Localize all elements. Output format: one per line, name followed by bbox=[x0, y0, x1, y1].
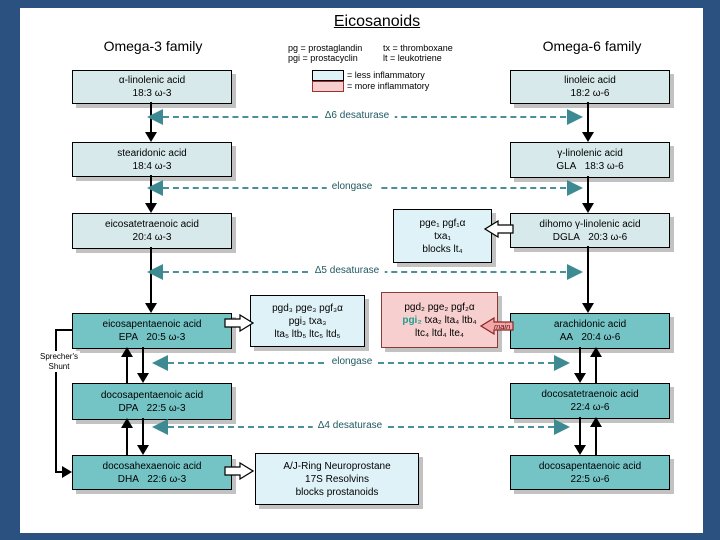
arrow-down-icon bbox=[582, 132, 594, 142]
legend-label-more: = more inflammatory bbox=[347, 81, 430, 91]
arrow-shaft bbox=[579, 417, 581, 445]
teal-arrow-right-icon bbox=[554, 419, 570, 435]
arrow-shaft bbox=[595, 356, 597, 383]
omega6-family-header: Omega-6 family bbox=[542, 38, 642, 54]
teal-arrow-right-icon bbox=[567, 180, 583, 196]
aa-main-arrow-icon: main bbox=[480, 317, 514, 335]
arrow-up-icon bbox=[590, 417, 602, 427]
legend-abbrev-pgi: pgi = prostacyclin bbox=[288, 53, 358, 63]
arrow-shaft bbox=[587, 176, 589, 204]
teal-arrow-left-icon bbox=[152, 355, 168, 371]
arrow-right-icon bbox=[62, 466, 72, 478]
arrow-down-icon bbox=[574, 445, 586, 455]
epa-to-products-arrow-icon bbox=[224, 314, 254, 332]
box-epa-products: pgd₃ pge₃ pgf₃α pgi₃ txa₃ lta₅ ltb₅ ltc₅… bbox=[250, 295, 365, 347]
arrow-up-icon bbox=[121, 418, 133, 428]
box-aa-products: pgd₂ pge₂ pgf₂α pgi₂ txa₂ lta₄ ltb₄ ltc₄… bbox=[381, 292, 498, 348]
legend-label-less: = less inflammatory bbox=[347, 70, 425, 80]
arrow-up-icon bbox=[590, 347, 602, 357]
arrow-shaft bbox=[587, 246, 589, 304]
teal-arrow-left-icon bbox=[152, 419, 168, 435]
arrow-shaft bbox=[142, 418, 144, 446]
legend-swatch-more-inflammatory bbox=[312, 81, 344, 92]
dha-to-products-arrow-icon bbox=[224, 462, 254, 480]
arrow-shaft bbox=[126, 356, 128, 383]
enzyme-label-d5-desaturase: Δ5 desaturase bbox=[309, 264, 385, 278]
enzyme-label-elongase-2: elongase bbox=[326, 355, 378, 369]
arrow-down-icon bbox=[574, 373, 586, 383]
arrow-down-icon bbox=[145, 303, 157, 313]
sprechers-shunt-label: Sprecher's Shunt bbox=[38, 351, 80, 373]
teal-arrow-left-icon bbox=[147, 109, 163, 125]
arrow-down-icon bbox=[137, 445, 149, 455]
teal-arrow-left-icon bbox=[147, 264, 163, 280]
teal-arrow-right-icon bbox=[554, 355, 570, 371]
arrow-shaft bbox=[595, 426, 597, 455]
legend-abbrev-tx: tx = thromboxane bbox=[383, 43, 453, 53]
omega3-family-header: Omega-3 family bbox=[103, 38, 203, 54]
arrow-shaft bbox=[579, 347, 581, 374]
box-dgla-products: pge₁ pgf₁α txa₁ blocks lt₄ bbox=[393, 209, 492, 263]
legend-abbrev-pg: pg = prostaglandin bbox=[288, 43, 363, 53]
arrow-shaft bbox=[126, 427, 128, 455]
arrow-down-icon bbox=[145, 132, 157, 142]
legend-abbrev-lt: lt = leukotriene bbox=[383, 53, 442, 63]
arrow-down-icon bbox=[582, 203, 594, 213]
teal-arrow-right-icon bbox=[567, 109, 583, 125]
shunt-line bbox=[55, 329, 72, 331]
enzyme-label-elongase-1: elongase bbox=[326, 180, 378, 194]
pgi2-highlight: pgi₂ bbox=[402, 314, 422, 326]
shunt-line bbox=[55, 471, 63, 473]
arrow-shaft bbox=[142, 347, 144, 374]
teal-arrow-left-icon bbox=[147, 180, 163, 196]
arrow-up-icon bbox=[121, 347, 133, 357]
main-arrow-label: main bbox=[494, 322, 510, 331]
arrow-down-icon bbox=[582, 303, 594, 313]
enzyme-label-d6-desaturase: Δ6 desaturase bbox=[319, 109, 395, 123]
arrow-shaft bbox=[587, 102, 589, 133]
enzyme-label-d4-desaturase: Δ4 desaturase bbox=[312, 419, 388, 433]
shunt-line bbox=[55, 329, 57, 472]
arrow-down-icon bbox=[145, 203, 157, 213]
diagram-title: Eicosanoids bbox=[333, 13, 421, 30]
teal-arrow-right-icon bbox=[567, 264, 583, 280]
box-dha-products: A/J-Ring Neuroprostane 17S Resolvins blo… bbox=[255, 453, 419, 505]
arrow-down-icon bbox=[137, 373, 149, 383]
dgla-to-products-arrow-icon bbox=[484, 220, 514, 238]
legend-swatch-less-inflammatory bbox=[312, 70, 344, 81]
